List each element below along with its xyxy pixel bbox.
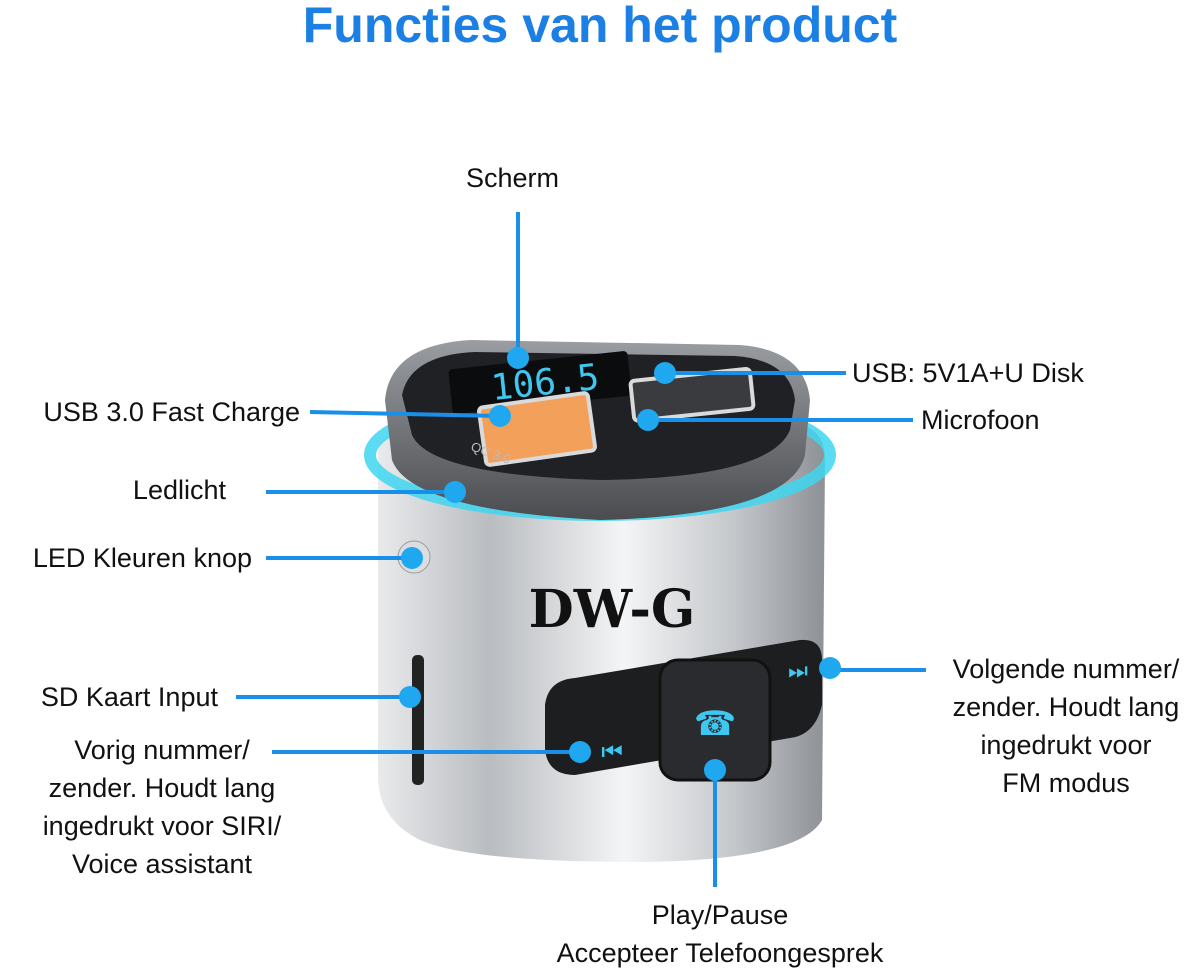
label-usb-fast-charge: USB 3.0 Fast Charge	[43, 397, 300, 427]
label-vorig: Vorig nummer/ zender. Houdt lang ingedru…	[12, 731, 312, 883]
label-line: FM modus	[1002, 768, 1130, 798]
phone-icon: ☎	[694, 705, 736, 743]
label-line: Volgende nummer/	[952, 654, 1180, 684]
label-line: Play/Pause	[651, 900, 789, 930]
label-play-pause: Play/Pause Accepteer Telefoongesprek	[520, 896, 920, 972]
brand-logo: DW-G	[529, 579, 696, 640]
label-volgende: Volgende nummer/ zender. Houdt lang inge…	[920, 650, 1200, 802]
label-led-kleuren-knop: LED Kleuren knop	[32, 543, 252, 573]
next-icon: ⏭	[788, 658, 808, 683]
label-line: Accepteer Telefoongesprek	[556, 938, 884, 968]
label-line: ingedrukt voor SIRI/	[42, 811, 282, 841]
label-sd-kaart: SD Kaart Input	[40, 682, 218, 712]
media-icons: ⏮ ⏭ ☎	[601, 658, 808, 766]
callout-lines	[236, 212, 926, 887]
previous-icon: ⏮	[601, 739, 623, 766]
callout-dots	[399, 347, 841, 781]
label-scherm: Scherm	[466, 163, 560, 193]
page-title: Functies van het product	[302, 0, 898, 53]
label-line: ingedrukt voor	[980, 730, 1152, 760]
label-line: zender. Houdt lang	[952, 692, 1180, 722]
label-line: Voice assistant	[71, 849, 253, 879]
sd-slot	[412, 655, 424, 785]
label-line: Vorig nummer/	[74, 735, 250, 765]
label-ledlicht: Ledlicht	[132, 475, 226, 505]
label-usb-disk: USB: 5V1A+U Disk	[852, 358, 1084, 388]
label-microfoon: Microfoon	[921, 405, 1040, 435]
label-line: zender. Houdt lang	[48, 773, 276, 803]
